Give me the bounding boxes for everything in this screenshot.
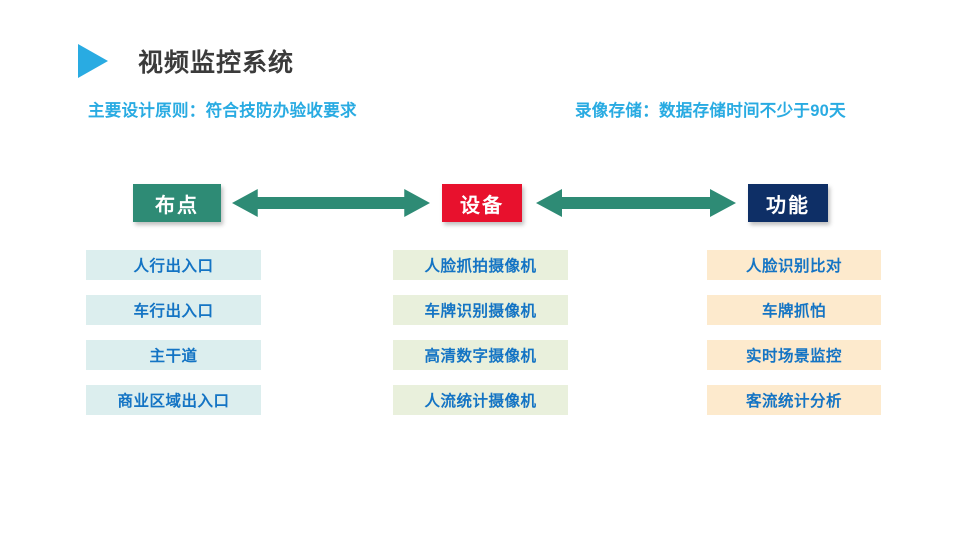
arrow-device-function-icon: [536, 186, 736, 220]
header-box-function[interactable]: 功能: [748, 184, 828, 222]
list-item[interactable]: 客流统计分析: [707, 385, 881, 415]
list-item[interactable]: 人流统计摄像机: [393, 385, 568, 415]
list-item[interactable]: 车行出入口: [86, 295, 261, 325]
list-item[interactable]: 实时场景监控: [707, 340, 881, 370]
arrow-layout-device-icon: [232, 186, 430, 220]
title-row: 视频监控系统: [78, 40, 294, 82]
column-layout: 人行出入口 车行出入口 主干道 商业区域出入口: [86, 250, 261, 415]
play-triangle-icon: [78, 44, 108, 78]
page-title: 视频监控系统: [138, 49, 295, 77]
list-item[interactable]: 高清数字摄像机: [393, 340, 568, 370]
list-item[interactable]: 车牌抓怕: [707, 295, 881, 325]
column-device: 人脸抓拍摄像机 车牌识别摄像机 高清数字摄像机 人流统计摄像机: [393, 250, 568, 415]
subtitle-design-principle: 主要设计原则：符合技防办验收要求: [88, 102, 357, 120]
list-item[interactable]: 主干道: [86, 340, 261, 370]
list-item[interactable]: 人行出入口: [86, 250, 261, 280]
column-function: 人脸识别比对 车牌抓怕 实时场景监控 客流统计分析: [707, 250, 881, 415]
subtitle-recording-storage: 录像存储：数据存储时间不少于90天: [575, 102, 846, 120]
list-item[interactable]: 人脸抓拍摄像机: [393, 250, 568, 280]
list-item[interactable]: 车牌识别摄像机: [393, 295, 568, 325]
list-item[interactable]: 人脸识别比对: [707, 250, 881, 280]
list-item[interactable]: 商业区域出入口: [86, 385, 261, 415]
header-box-device[interactable]: 设备: [442, 184, 522, 222]
header-box-layout[interactable]: 布点: [133, 184, 221, 222]
